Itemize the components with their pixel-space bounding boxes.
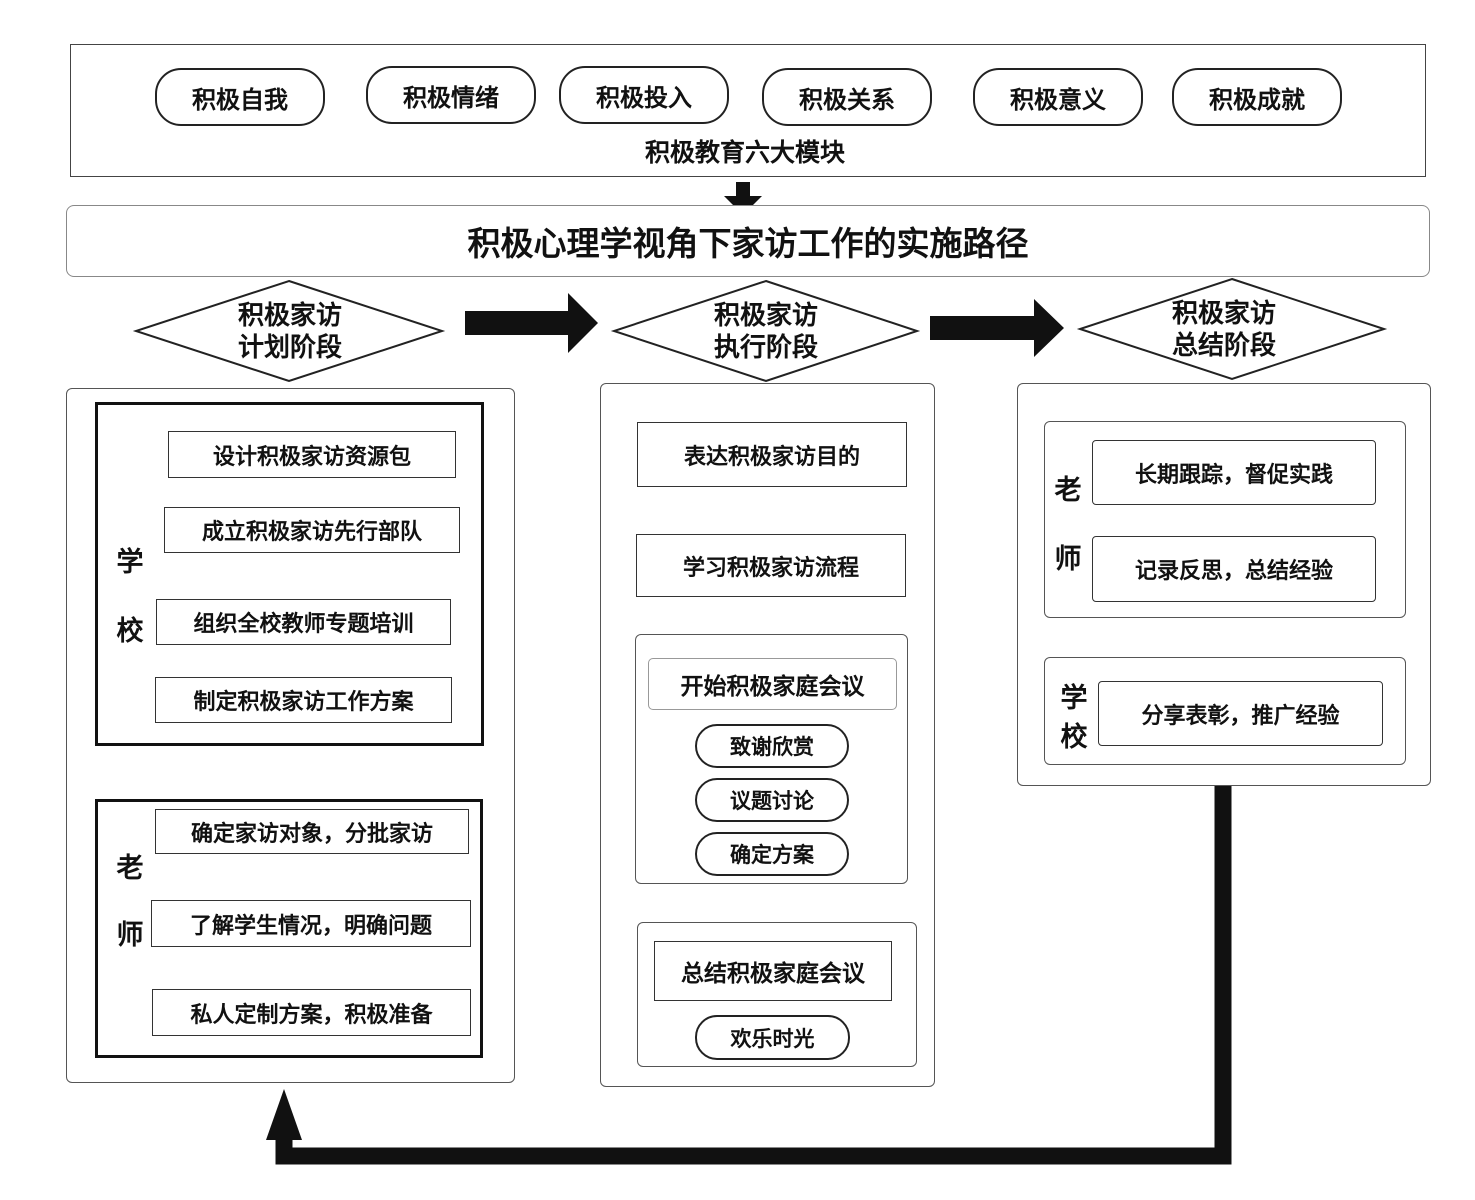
summary-teacher-label-2: 师 — [1054, 544, 1082, 575]
summary-teacher-label-1: 老 — [1054, 475, 1082, 506]
plan-school-label: 学 校 — [110, 540, 150, 648]
stage-diamond-execute — [610, 279, 921, 383]
execute-meeting-item-3: 确定方案 — [695, 832, 849, 876]
plan-teacher-step-3: 私人定制方案，积极准备 — [152, 989, 471, 1036]
modules-caption: 积极教育六大模块 — [644, 138, 845, 167]
arrow-execute-to-summary — [930, 299, 1064, 357]
plan-school-label-1: 学 — [116, 547, 144, 578]
summary-teacher-label: 老 师 — [1048, 468, 1088, 576]
execute-summary-title: 总结积极家庭会议 — [654, 941, 892, 1001]
plan-school-step-3: 组织全校教师专题培训 — [156, 599, 451, 645]
execute-meeting-item-1: 致谢欣赏 — [695, 724, 849, 768]
stage-label-execute-line2: 执行阶段 — [713, 333, 818, 363]
summary-school-label-2: 校 — [1060, 722, 1088, 753]
plan-teacher-label-2: 师 — [116, 920, 144, 951]
summary-teacher-step-1: 长期跟踪，督促实践 — [1092, 440, 1376, 505]
plan-school-label-2: 校 — [116, 616, 144, 647]
execute-summary-item-1: 欢乐时光 — [695, 1015, 850, 1060]
diagram-title: 积极心理学视角下家访工作的实施路径 — [66, 205, 1430, 277]
arrow-plan-to-execute — [465, 293, 598, 353]
plan-school-step-2: 成立积极家访先行部队 — [164, 507, 460, 553]
module-pill-positive-self: 积极自我 — [155, 68, 325, 126]
summary-teacher-step-2: 记录反思，总结经验 — [1092, 536, 1376, 602]
execute-meeting-title: 开始积极家庭会议 — [648, 658, 897, 710]
stage-diamond-plan — [132, 279, 446, 383]
plan-teacher-step-2: 了解学生情况，明确问题 — [151, 900, 471, 947]
feedback-loop-arrow — [266, 786, 1232, 1165]
plan-teacher-label: 老 师 — [110, 846, 150, 952]
plan-teacher-label-1: 老 — [116, 853, 144, 884]
stage-label-summary-line1: 积极家访 — [1171, 299, 1276, 329]
stage-label-plan: 积极家访 计划阶段 — [200, 296, 380, 368]
stage-diamond-summary — [1076, 277, 1388, 381]
summary-school-label-1: 学 — [1060, 683, 1088, 714]
stage-label-plan-line2: 计划阶段 — [237, 333, 342, 363]
stage-label-execute-line1: 积极家访 — [713, 301, 818, 331]
stage-label-plan-line1: 积极家访 — [237, 301, 342, 331]
execute-step-1: 表达积极家访目的 — [637, 422, 907, 487]
plan-teacher-step-1: 确定家访对象，分批家访 — [155, 809, 469, 854]
stage-label-execute: 积极家访 执行阶段 — [676, 296, 856, 368]
plan-school-step-4: 制定积极家访工作方案 — [155, 677, 452, 723]
module-pill-positive-emotion: 积极情绪 — [366, 66, 536, 124]
summary-school-label: 学 校 — [1054, 676, 1094, 753]
stage-label-summary: 积极家访 总结阶段 — [1134, 294, 1314, 366]
execute-step-2: 学习积极家访流程 — [636, 534, 906, 597]
module-pill-positive-engagement: 积极投入 — [559, 66, 729, 124]
module-pill-positive-accomplishment: 积极成就 — [1172, 68, 1342, 126]
execute-meeting-item-2: 议题讨论 — [695, 778, 849, 822]
module-pill-positive-relationship: 积极关系 — [762, 68, 932, 126]
stage-label-summary-line2: 总结阶段 — [1171, 331, 1276, 361]
summary-school-step-1: 分享表彰，推广经验 — [1098, 681, 1383, 746]
plan-school-step-1: 设计积极家访资源包 — [168, 431, 456, 478]
module-pill-positive-meaning: 积极意义 — [973, 68, 1143, 126]
